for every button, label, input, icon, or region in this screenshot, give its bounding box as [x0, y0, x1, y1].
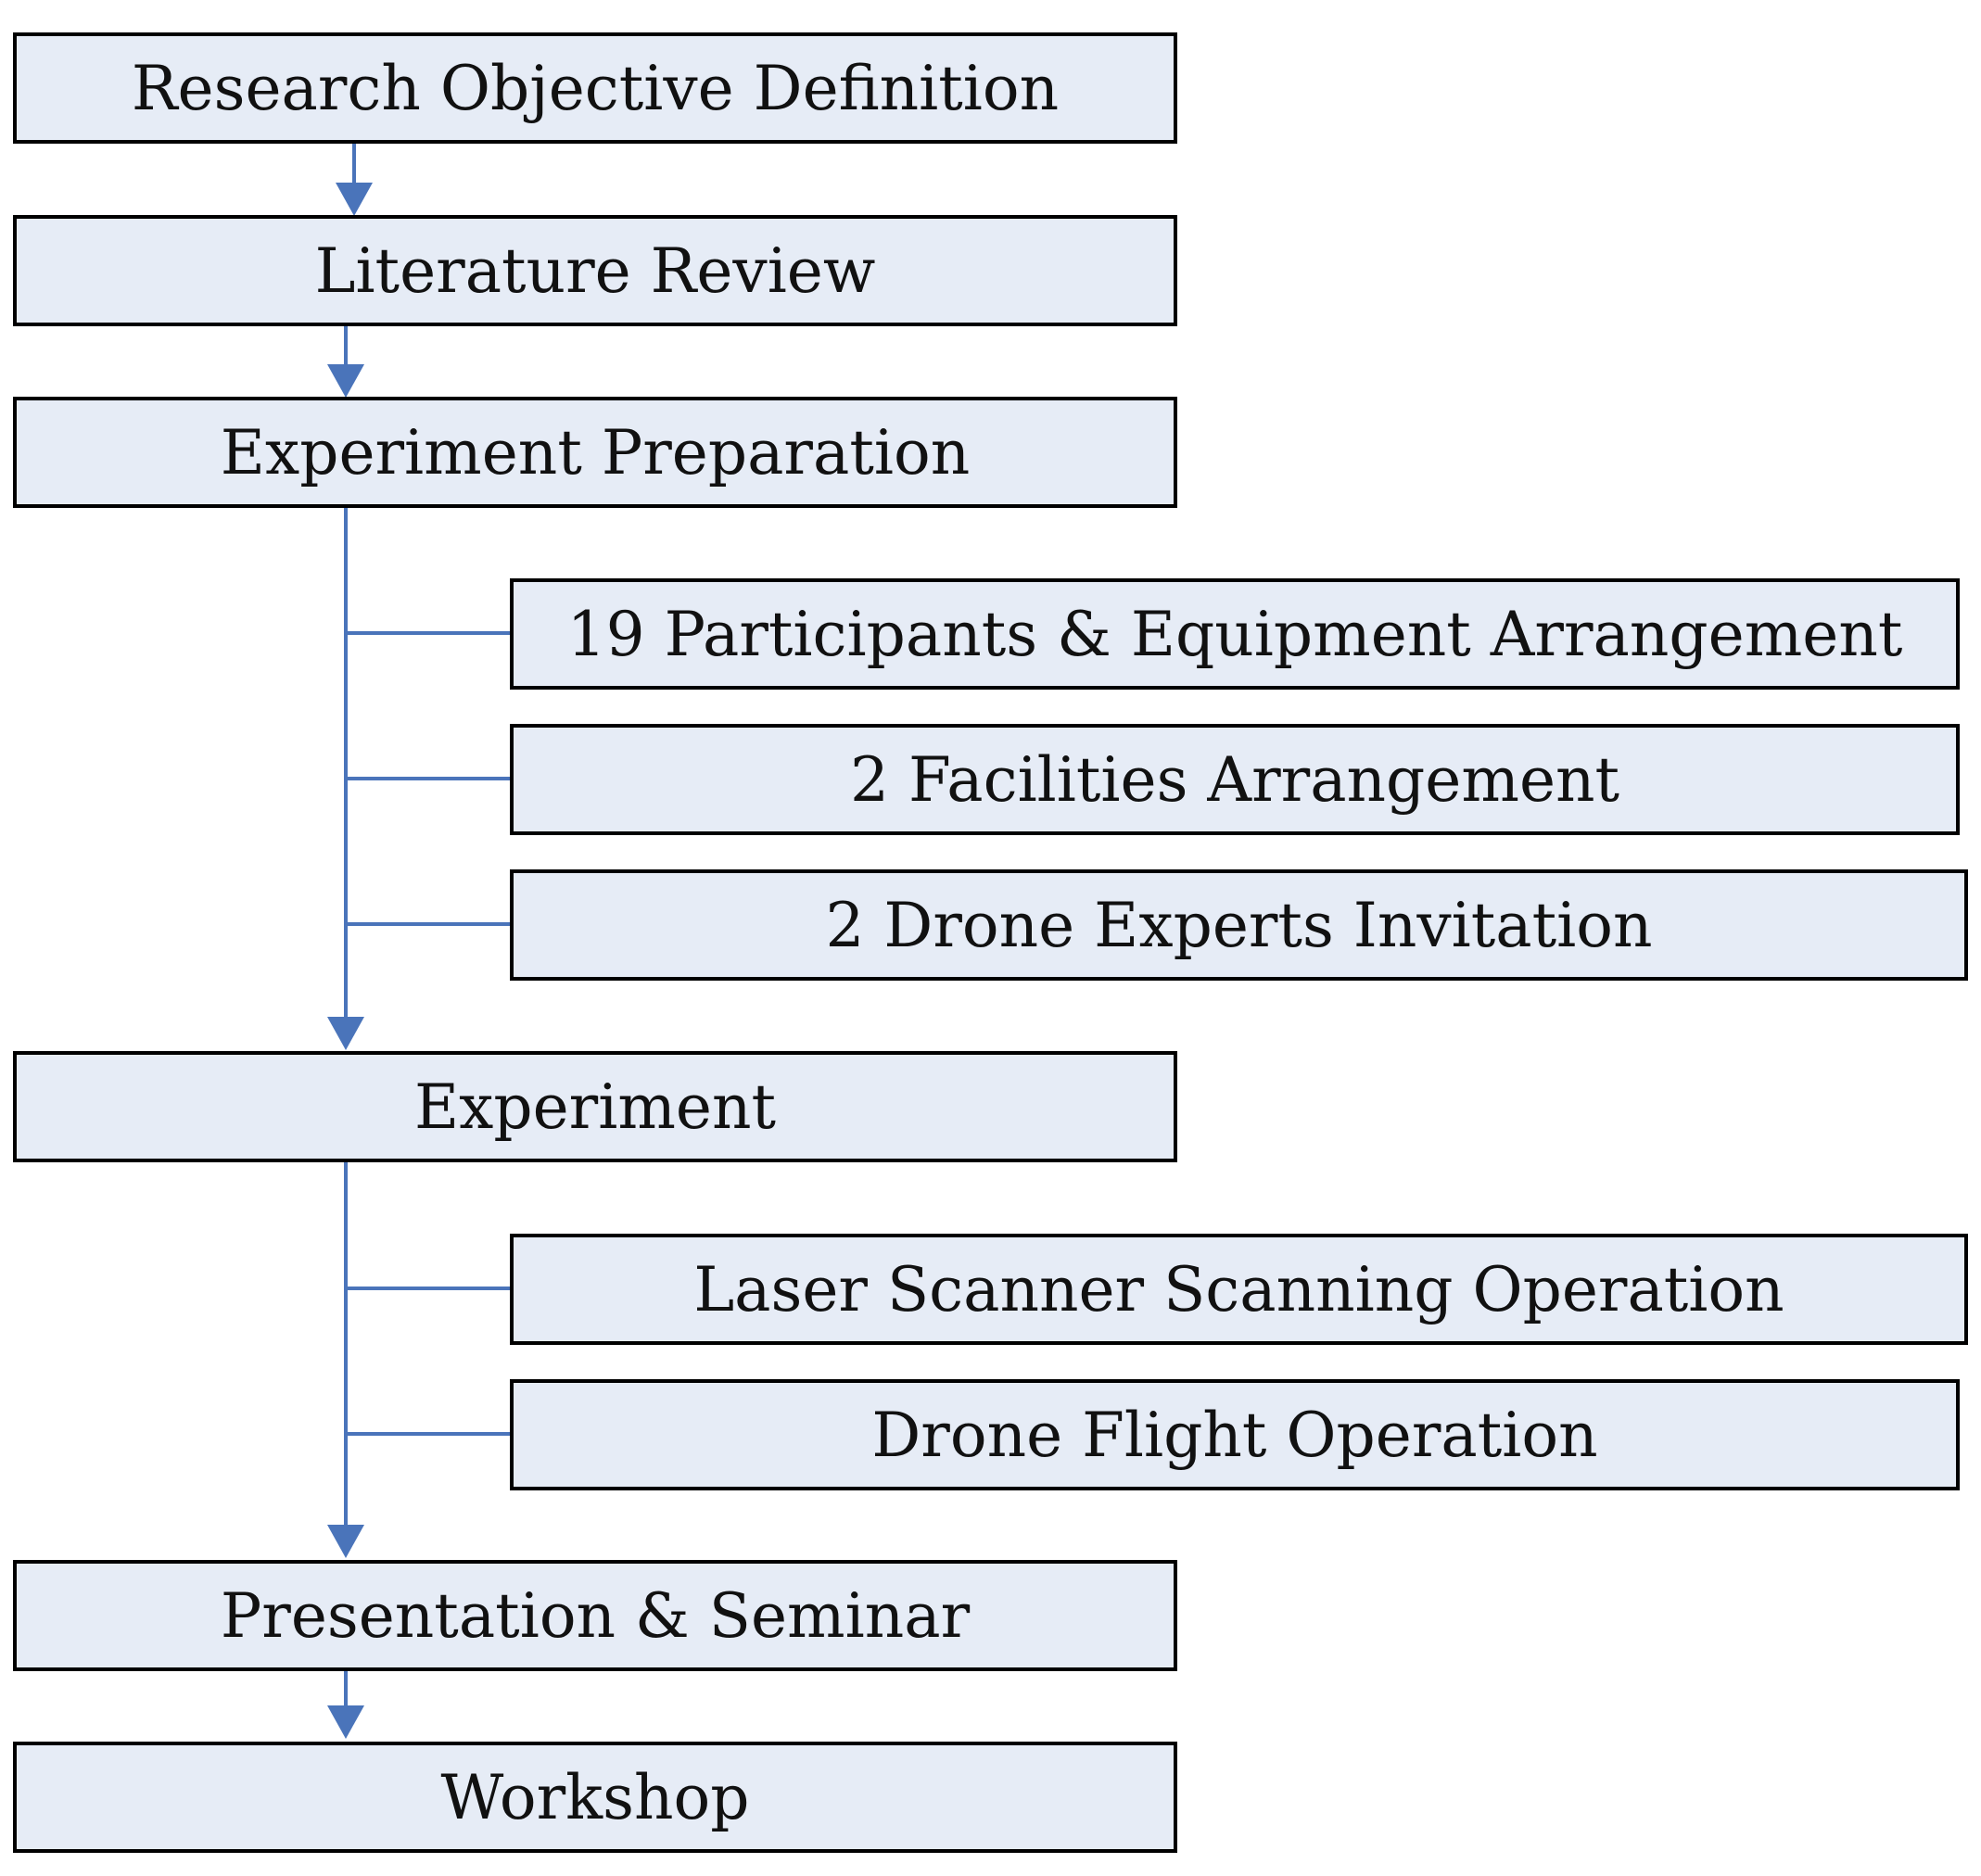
substep-label: Laser Scanner Scanning Operation [693, 1253, 1784, 1325]
substep-participants-equipment: 19 Participants & Equipment Arrangement [510, 578, 1960, 690]
step-label: Workshop [440, 1761, 750, 1833]
substep-label: 2 Drone Experts Invitation [825, 889, 1653, 961]
substep-label: 2 Facilities Arrangement [849, 743, 1620, 816]
substep-drone-flight: Drone Flight Operation [510, 1379, 1960, 1490]
step-workshop: Workshop [13, 1742, 1177, 1853]
substep-drone-experts: 2 Drone Experts Invitation [510, 869, 1968, 981]
substep-label: 19 Participants & Equipment Arrangement [566, 598, 1903, 670]
substep-laser-scanner: Laser Scanner Scanning Operation [510, 1234, 1968, 1345]
step-experiment-preparation: Experiment Preparation [13, 397, 1177, 508]
step-presentation-seminar: Presentation & Seminar [13, 1560, 1177, 1671]
step-literature-review: Literature Review [13, 215, 1177, 326]
arrowhead-3 [327, 1017, 364, 1050]
substep-label: Drone Flight Operation [871, 1399, 1598, 1471]
arrowhead-4 [327, 1525, 364, 1558]
arrowhead-1 [336, 183, 373, 216]
arrowhead-2 [327, 364, 364, 398]
step-label: Literature Review [314, 234, 876, 307]
arrowhead-5 [327, 1705, 364, 1739]
step-label: Experiment Preparation [220, 416, 971, 488]
step-label: Experiment [413, 1071, 777, 1143]
step-label: Presentation & Seminar [220, 1579, 971, 1652]
substep-facilities: 2 Facilities Arrangement [510, 724, 1960, 835]
step-label: Research Objective Definition [131, 52, 1060, 124]
step-experiment: Experiment [13, 1051, 1177, 1162]
step-research-objective: Research Objective Definition [13, 32, 1177, 144]
